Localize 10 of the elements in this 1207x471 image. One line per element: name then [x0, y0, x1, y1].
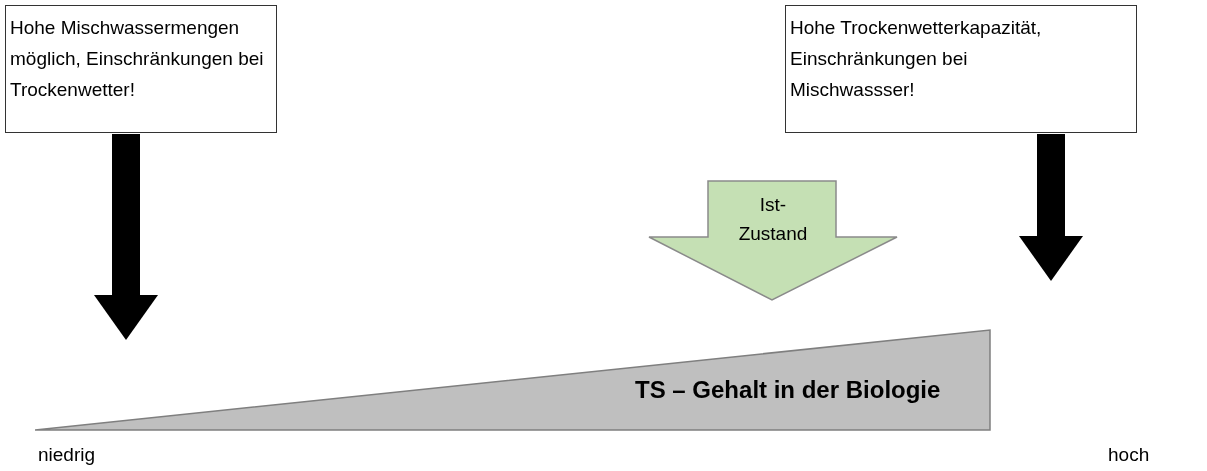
down-arrow-shape	[648, 180, 898, 302]
arrow	[94, 134, 158, 340]
axis-end-label: hoch	[1108, 443, 1150, 467]
axis-end-label: niedrig	[38, 443, 96, 467]
arrow	[1019, 134, 1083, 281]
text-box: Hohe Mischwassermengen möglich, Einschränkungen bei Trockenwetter!	[5, 5, 277, 133]
wedge-label: TS – Gehalt in der Biologie	[635, 375, 941, 405]
shape-label: Ist- Zustand	[737, 193, 809, 246]
wedge-shape	[35, 329, 992, 431]
text-box: Hohe Trockenwetterkapazität, Einschränkungen bei Mischwassser!	[785, 5, 1137, 133]
